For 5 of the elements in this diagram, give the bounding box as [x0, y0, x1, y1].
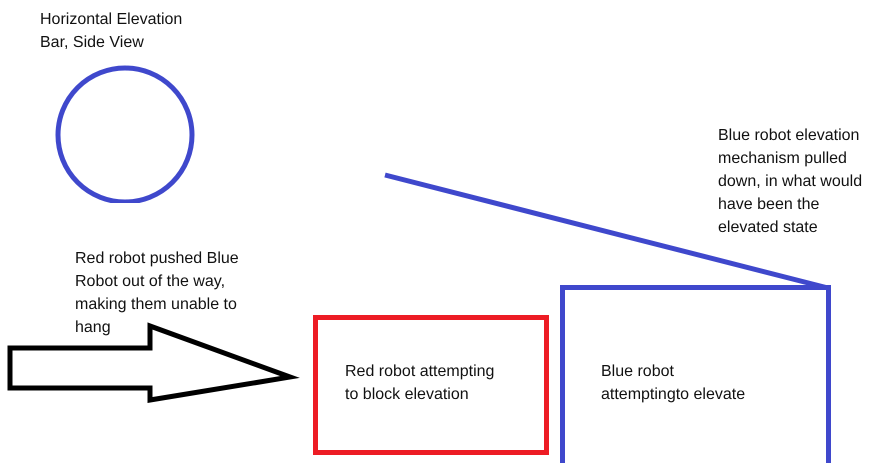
mechanism-note: Blue robot elevation mechanism pulled down, in what would have been the elevated state — [718, 126, 864, 238]
push-note: Red robot pushed Blue Robot out of the way, making them unable to hang — [75, 249, 240, 338]
robot-box: Blue robot attemptingto elevate — [560, 285, 831, 463]
bar-title: Horizontal Elevation Bar, Side View — [40, 10, 184, 53]
robot-box: Red robot attempting to block elevation — [313, 315, 549, 455]
